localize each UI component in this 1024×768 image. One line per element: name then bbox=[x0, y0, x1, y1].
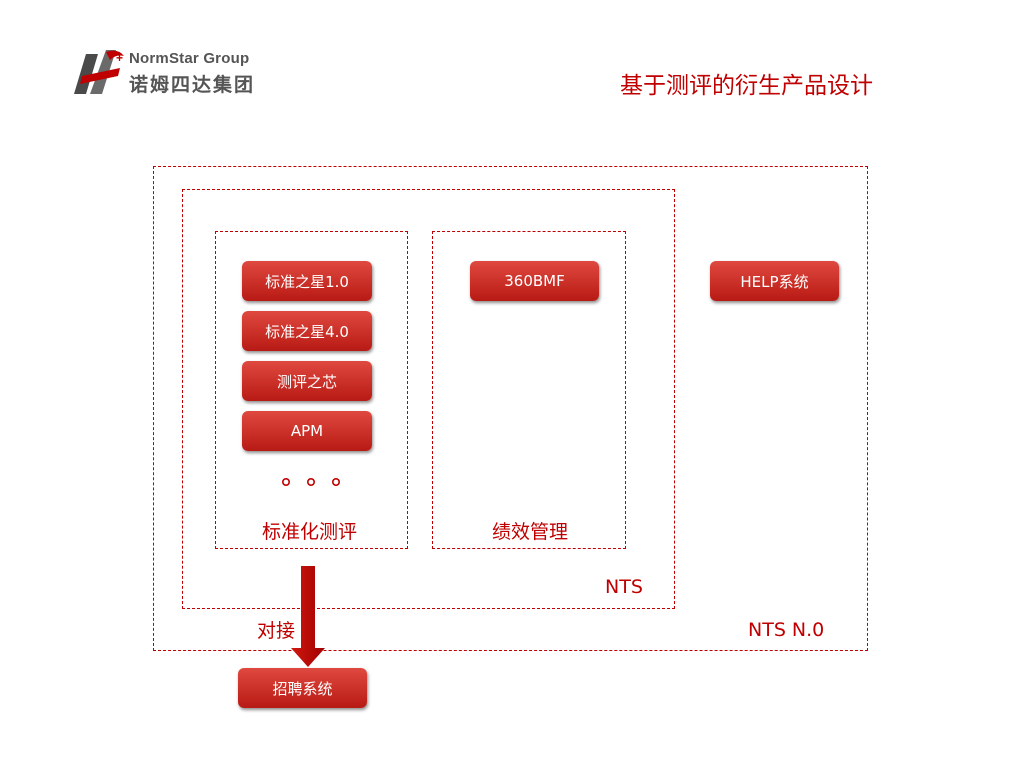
logo-text-en: NormStar Group bbox=[129, 50, 250, 67]
nts-boundary bbox=[182, 189, 675, 609]
nts-label: NTS bbox=[605, 576, 643, 598]
nts-n0-boundary bbox=[153, 166, 868, 651]
connection-label: 对接 bbox=[257, 620, 296, 642]
svg-text:+: + bbox=[116, 51, 123, 65]
more-items-ellipsis: 。 。 。 bbox=[282, 478, 340, 487]
product-360bmf[interactable]: 360BMF bbox=[470, 261, 599, 301]
product-recruitment-system[interactable]: 招聘系统 bbox=[238, 668, 367, 708]
performance-management-group bbox=[432, 231, 626, 549]
page-title: 基于测评的衍生产品设计 bbox=[620, 73, 873, 99]
standardized-assessment-group bbox=[215, 231, 408, 549]
product-apm[interactable]: APM bbox=[242, 411, 372, 451]
down-arrow-icon bbox=[291, 566, 325, 667]
nts-n0-label: NTS N.0 bbox=[748, 619, 825, 641]
product-help-system[interactable]: HELP系统 bbox=[710, 261, 839, 301]
logo-text-cn: 诺姆四达集团 bbox=[129, 74, 256, 96]
company-logo: + NormStar Group 诺姆四达集团 bbox=[72, 46, 272, 98]
normstar-logo-icon: + bbox=[74, 50, 124, 94]
standardized-assessment-label: 标准化测评 bbox=[262, 521, 358, 543]
performance-management-label: 绩效管理 bbox=[492, 521, 569, 543]
product-assessment-core[interactable]: 测评之芯 bbox=[242, 361, 372, 401]
product-standard-star-4[interactable]: 标准之星4.0 bbox=[242, 311, 372, 351]
product-standard-star-1[interactable]: 标准之星1.0 bbox=[242, 261, 372, 301]
